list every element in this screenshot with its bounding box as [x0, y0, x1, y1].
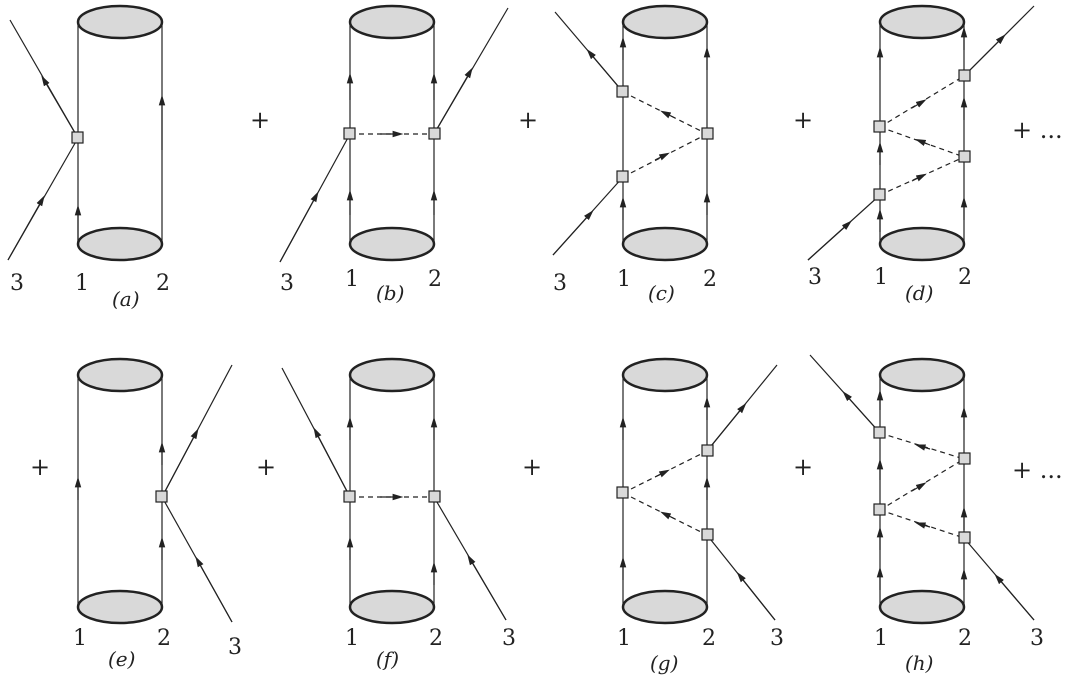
top-blob	[621, 4, 709, 40]
caption-a: (a)	[112, 287, 140, 311]
label-3: 3	[1030, 626, 1044, 651]
vertex	[873, 503, 886, 516]
bottom-blob	[621, 589, 709, 625]
caption-g: (g)	[650, 651, 678, 675]
label-3: 3	[808, 265, 822, 290]
vertex	[701, 127, 714, 140]
label-3: 3	[502, 626, 516, 651]
label-2: 2	[958, 626, 972, 651]
dashed-exchange	[879, 458, 965, 511]
label-1: 1	[75, 271, 89, 296]
vertex	[701, 528, 714, 541]
vertex	[958, 150, 971, 163]
label-1: 1	[874, 626, 888, 651]
vertex	[701, 444, 714, 457]
label-2: 2	[703, 267, 717, 292]
plus-sign: +	[518, 106, 538, 134]
plus-sign: +	[30, 453, 50, 481]
dashed-exchange	[879, 126, 965, 158]
vertex	[616, 170, 629, 183]
bottom-blob	[348, 589, 436, 625]
plus-sign: +	[256, 453, 276, 481]
vertex	[155, 490, 168, 503]
bottom-blob	[621, 226, 709, 262]
label-2: 2	[157, 626, 171, 651]
vertex	[428, 127, 441, 140]
top-blob	[878, 357, 966, 393]
label-1: 1	[874, 265, 888, 290]
diagram-g	[616, 357, 778, 625]
caption-e: (e)	[108, 647, 135, 671]
vertex	[873, 188, 886, 201]
label-1: 1	[345, 626, 359, 651]
top-blob	[348, 357, 436, 393]
bottom-blob	[76, 226, 164, 262]
top-blob	[76, 4, 164, 40]
label-1: 1	[345, 267, 359, 292]
caption-b: (b)	[376, 281, 404, 305]
label-2: 2	[156, 271, 170, 296]
vertex	[343, 127, 356, 140]
label-3: 3	[770, 626, 784, 651]
caption-c: (c)	[648, 281, 675, 305]
label-2: 2	[428, 267, 442, 292]
label-3: 3	[553, 271, 567, 296]
caption-h: (h)	[905, 651, 934, 675]
label-1: 1	[73, 626, 87, 651]
plus-sign: +	[522, 453, 542, 481]
label-1: 1	[617, 626, 631, 651]
vertex	[71, 131, 84, 144]
bottom-blob	[348, 226, 436, 262]
top-blob	[621, 357, 709, 393]
vertex	[958, 69, 971, 82]
top-blob	[878, 4, 966, 40]
diagram-d	[807, 4, 1035, 262]
vertex	[616, 85, 629, 98]
bottom-blob	[878, 226, 966, 262]
plus-sign: +	[250, 106, 270, 134]
label-2: 2	[429, 626, 443, 651]
diagram-a	[7, 4, 166, 262]
bottom-blob	[76, 589, 164, 625]
caption-d: (d)	[905, 281, 933, 305]
plus-ellipsis: + ...	[1012, 456, 1063, 484]
dashed-exchange	[879, 432, 965, 460]
dashed-exchange	[879, 509, 965, 539]
dashed-exchange	[879, 75, 965, 128]
label-2: 2	[702, 626, 716, 651]
label-3: 3	[10, 271, 24, 296]
top-blob	[348, 4, 436, 40]
label-3: 3	[280, 271, 294, 296]
label-3: 3	[228, 635, 242, 660]
vertex	[958, 531, 971, 544]
caption-f: (f)	[376, 647, 399, 671]
label-2: 2	[958, 265, 972, 290]
label-1: 1	[617, 267, 631, 292]
top-blob	[76, 357, 164, 393]
vertex	[343, 490, 356, 503]
diagram-h	[809, 354, 1035, 625]
vertex	[428, 490, 441, 503]
bottom-blob	[878, 589, 966, 625]
diagram-e	[74, 357, 233, 625]
vertex	[873, 426, 886, 439]
plus-sign: +	[793, 106, 813, 134]
plus-ellipsis: + ...	[1012, 116, 1063, 144]
plus-sign: +	[793, 453, 813, 481]
vertex	[958, 452, 971, 465]
vertex	[873, 120, 886, 133]
diagram-b	[279, 4, 509, 263]
diagram-f	[281, 357, 507, 625]
vertex	[616, 486, 629, 499]
diagram-c	[552, 4, 714, 262]
